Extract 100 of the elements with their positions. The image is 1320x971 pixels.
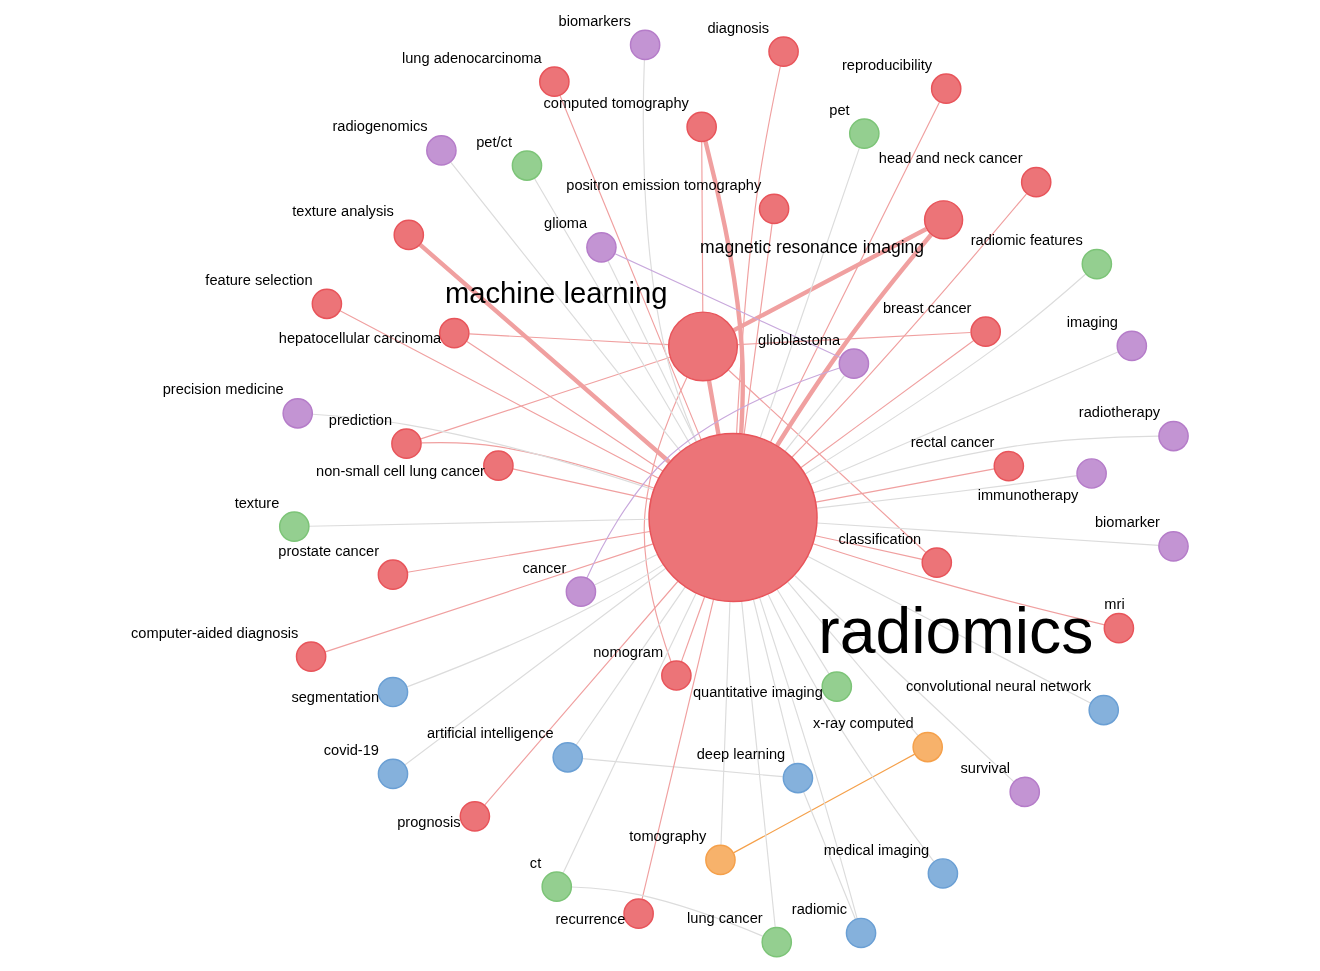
- node-label: tomography: [628, 827, 706, 844]
- node-circle: [820, 671, 852, 702]
- node-label: non-small cell lung cancer: [315, 462, 485, 479]
- connector: [735, 65, 781, 435]
- node-label: x-ray computed: [812, 715, 914, 732]
- node-circle: [647, 432, 818, 603]
- connector: [643, 376, 688, 663]
- node-circle: [667, 311, 738, 382]
- node-label: prostate cancer: [277, 542, 379, 559]
- node-label: medical imaging: [823, 841, 929, 858]
- node-circle: [281, 397, 313, 429]
- connector: [758, 597, 858, 920]
- connector: [419, 356, 671, 440]
- connector: [642, 59, 697, 443]
- connector: [338, 310, 659, 479]
- node-label: texture analysis: [291, 202, 394, 219]
- node-label: imaging: [1066, 313, 1118, 330]
- connector: [468, 333, 669, 346]
- node-label: positron emission tomography: [565, 176, 761, 193]
- node-label: recurrence: [554, 910, 625, 927]
- node-label: prognosis: [396, 813, 461, 830]
- connector: [759, 147, 860, 439]
- node-label: quantitative imaging: [692, 683, 823, 700]
- connector: [702, 140, 745, 434]
- node-label: biomarker: [1094, 514, 1160, 531]
- node-circle: [767, 36, 799, 67]
- node-circle: [377, 676, 408, 708]
- node-circle: [923, 200, 963, 240]
- node-circle: [920, 547, 952, 578]
- node-label: biomarkers: [558, 12, 631, 29]
- node-label: hepatocellular carcinoma: [278, 330, 441, 347]
- connector: [769, 101, 940, 443]
- node-label: glioma: [543, 215, 587, 232]
- node-label: radiomics: [817, 594, 1093, 667]
- node-circle: [511, 150, 542, 181]
- node-label: cancer: [521, 559, 566, 576]
- connector: [775, 588, 830, 675]
- node-label: segmentation: [290, 689, 379, 706]
- connector: [406, 530, 650, 573]
- node-circle: [911, 731, 943, 763]
- node-label: pet/ct: [475, 133, 512, 150]
- connector: [806, 555, 1091, 704]
- node-circle: [377, 559, 408, 591]
- connector: [511, 468, 652, 500]
- connector: [766, 593, 934, 863]
- node-circle: [1116, 330, 1147, 362]
- connector: [449, 161, 681, 453]
- node-circle: [969, 316, 1001, 348]
- connector: [680, 596, 705, 663]
- node-label: computer-aided diagnosis: [130, 624, 298, 641]
- connector: [405, 564, 664, 688]
- connector: [732, 753, 915, 854]
- node-label: machine learning: [444, 277, 667, 310]
- connector: [743, 222, 773, 435]
- connector: [790, 193, 1027, 458]
- node-circle: [629, 29, 660, 61]
- node-circle: [278, 511, 310, 542]
- connector: [324, 543, 654, 653]
- connector: [814, 535, 923, 560]
- connector: [793, 575, 1015, 783]
- connector: [727, 369, 926, 554]
- connector: [581, 758, 783, 778]
- node-label: reproducibility: [841, 56, 932, 73]
- connector: [533, 178, 691, 446]
- node-circle: [758, 193, 789, 225]
- connector: [606, 260, 697, 443]
- node-label: diagnosis: [706, 19, 769, 36]
- node-circle: [538, 66, 570, 98]
- node-circle: [377, 758, 408, 790]
- connector: [641, 599, 714, 900]
- connector: [585, 367, 840, 579]
- connector: [809, 351, 1118, 485]
- node-circle: [551, 741, 583, 773]
- node-label: immunotherapy: [977, 486, 1078, 503]
- connector: [465, 340, 663, 472]
- node-label: breast cancer: [882, 299, 971, 316]
- connector: [706, 380, 721, 435]
- connector: [786, 581, 919, 737]
- connector: [418, 243, 671, 464]
- node-circle: [295, 641, 326, 672]
- node-label: magnetic resonance imaging: [699, 236, 924, 257]
- node-label: lung cancer: [686, 910, 763, 927]
- connector: [799, 339, 974, 469]
- connector: [613, 253, 841, 358]
- node-label: survival: [960, 759, 1010, 776]
- node-label: prediction: [328, 411, 392, 428]
- node-label: artificial intelligence: [426, 725, 554, 742]
- connector: [562, 592, 697, 874]
- connector: [731, 227, 927, 333]
- connector: [740, 600, 776, 929]
- node-label: mri: [1103, 596, 1125, 613]
- node-circle: [704, 844, 736, 876]
- node-label: radiomic features: [970, 232, 1083, 249]
- node-label: classification: [837, 530, 921, 547]
- connector: [307, 518, 650, 527]
- node-label: feature selection: [204, 271, 313, 288]
- connector: [815, 522, 1159, 546]
- node-label: ct: [529, 854, 541, 871]
- node-circle: [930, 73, 962, 105]
- node-label: pet: [828, 101, 850, 118]
